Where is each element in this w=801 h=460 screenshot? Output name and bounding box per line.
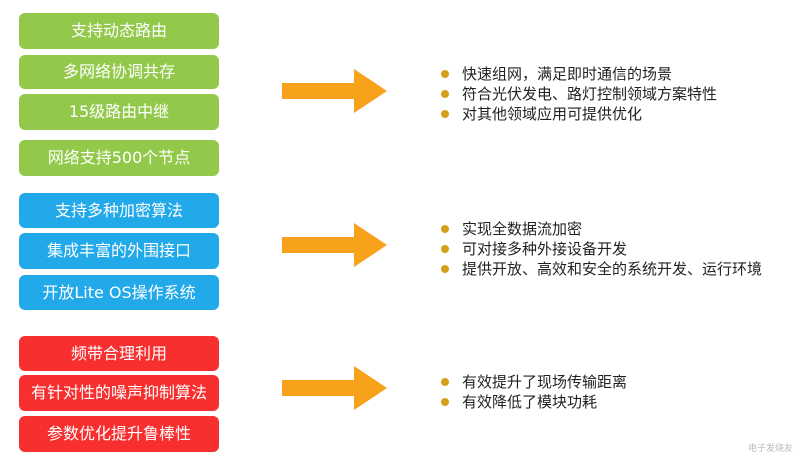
right-arrow-icon	[282, 69, 387, 113]
benefit-text: 快速组网，满足即时通信的场景	[462, 65, 673, 83]
benefit-text: 对其他领域应用可提供优化	[462, 105, 643, 123]
bullet-dot-icon	[441, 245, 449, 253]
list-item: 实现全数据流加密	[436, 219, 762, 239]
bullet-dot-icon	[441, 70, 449, 78]
list-item: 对其他领域应用可提供优化	[436, 104, 717, 124]
benefit-list: 快速组网，满足即时通信的场景 符合光伏发电、路灯控制领域方案特性 对其他领域应用…	[436, 64, 717, 124]
feature-pill: 多网络协调共存	[19, 55, 219, 89]
bullet-dot-icon	[441, 378, 449, 386]
feature-pill: 支持多种加密算法	[19, 193, 219, 228]
bullet-dot-icon	[441, 110, 449, 118]
benefit-text: 符合光伏发电、路灯控制领域方案特性	[462, 85, 718, 103]
feature-pill: 网络支持500个节点	[19, 140, 219, 176]
right-arrow-icon	[282, 223, 387, 267]
list-item: 可对接多种外接设备开发	[436, 239, 762, 259]
feature-pill: 参数优化提升鲁棒性	[19, 416, 219, 452]
benefit-text: 可对接多种外接设备开发	[462, 240, 628, 258]
list-item: 快速组网，满足即时通信的场景	[436, 64, 717, 84]
feature-pill: 支持动态路由	[19, 13, 219, 49]
list-item: 有效降低了模块功耗	[436, 392, 627, 412]
bullet-dot-icon	[441, 265, 449, 273]
benefit-text: 有效提升了现场传输距离	[462, 373, 628, 391]
feature-pill: 开放Lite OS操作系统	[19, 275, 219, 310]
bullet-dot-icon	[441, 90, 449, 98]
watermark: 电子发烧友	[747, 444, 793, 454]
feature-pill: 频带合理利用	[19, 336, 219, 371]
right-arrow-icon	[282, 366, 387, 410]
benefit-text: 提供开放、高效和安全的系统开发、运行环境	[462, 260, 763, 278]
list-item: 有效提升了现场传输距离	[436, 372, 627, 392]
list-item: 提供开放、高效和安全的系统开发、运行环境	[436, 259, 762, 279]
feature-pill: 有针对性的噪声抑制算法	[19, 375, 219, 411]
feature-pill: 集成丰富的外围接口	[19, 233, 219, 269]
benefit-list: 实现全数据流加密 可对接多种外接设备开发 提供开放、高效和安全的系统开发、运行环…	[436, 219, 762, 279]
list-item: 符合光伏发电、路灯控制领域方案特性	[436, 84, 717, 104]
bullet-dot-icon	[441, 398, 449, 406]
benefit-list: 有效提升了现场传输距离 有效降低了模块功耗	[436, 372, 627, 412]
feature-pill: 15级路由中继	[19, 94, 219, 130]
benefit-text: 有效降低了模块功耗	[462, 393, 598, 411]
benefit-text: 实现全数据流加密	[462, 220, 583, 238]
bullet-dot-icon	[441, 225, 449, 233]
